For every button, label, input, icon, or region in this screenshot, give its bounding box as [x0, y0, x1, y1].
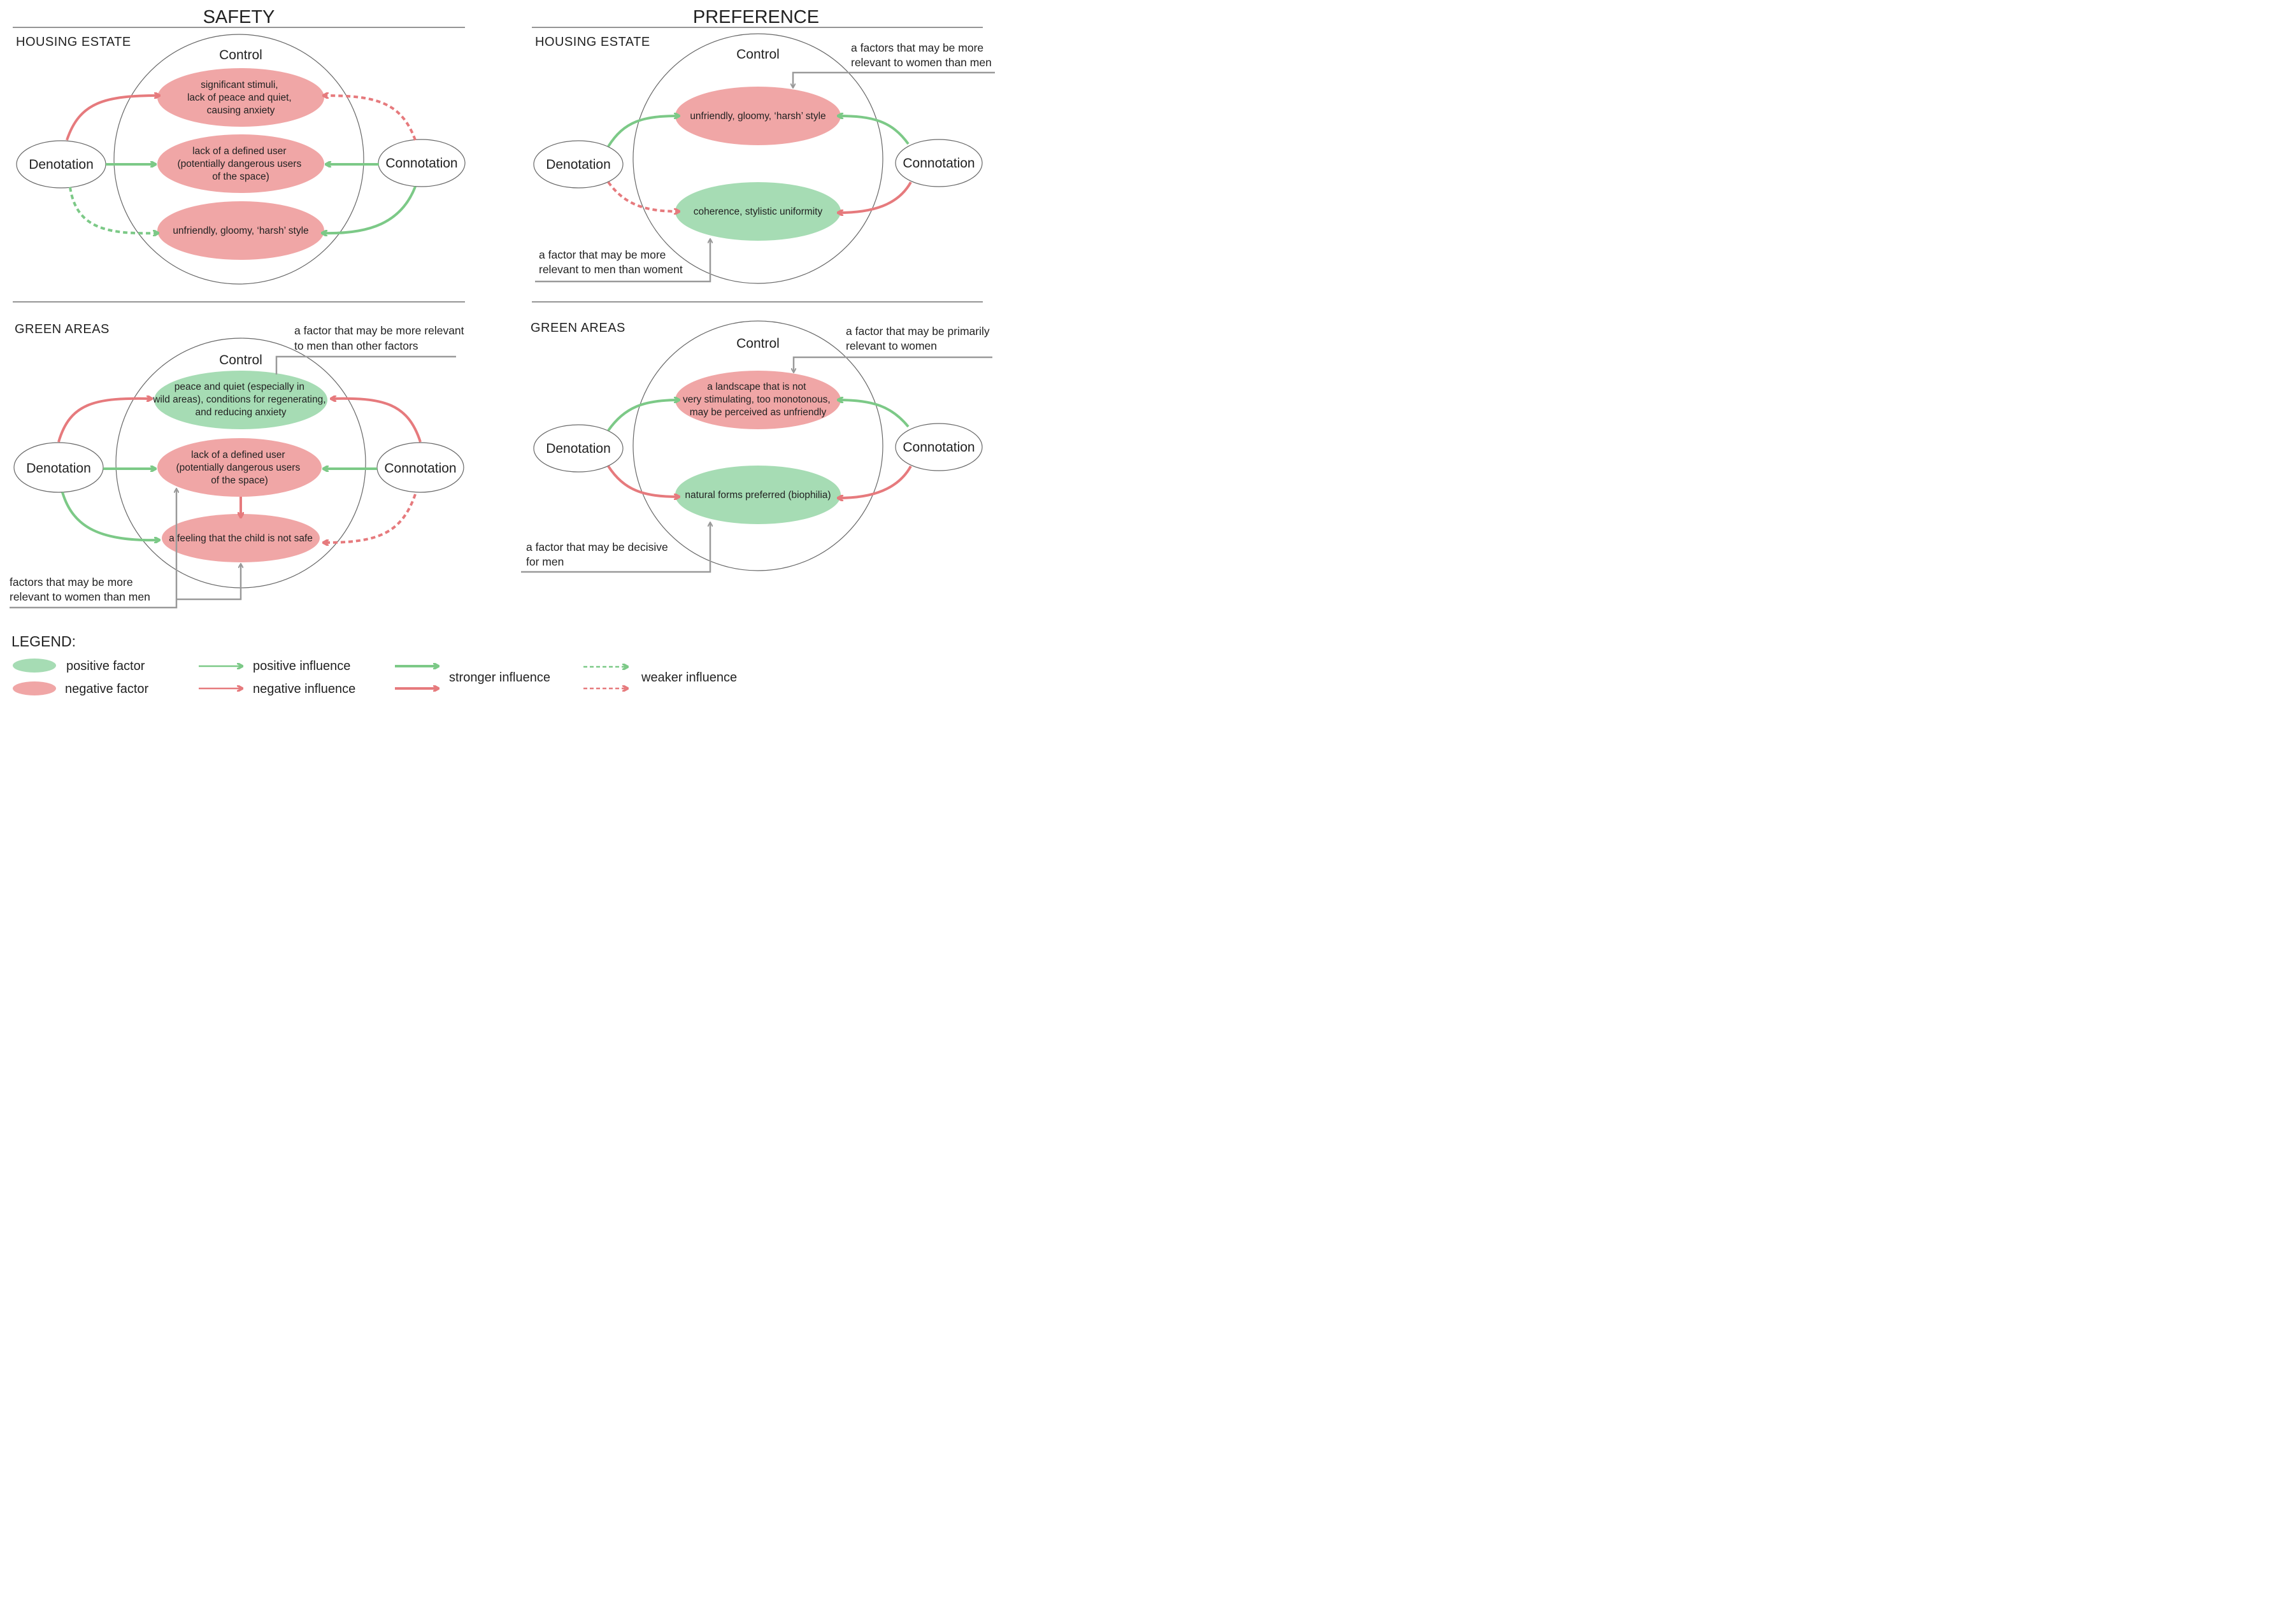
factor-ellipse [675, 371, 841, 429]
denotation-node [533, 140, 624, 189]
denotation-label: Denotation [29, 157, 94, 172]
factor-ellipse [675, 466, 841, 524]
denotation-label: Denotation [26, 461, 91, 476]
note-women-than-men: a factors that may be more relevant to w… [851, 41, 992, 69]
control-circle [632, 33, 883, 284]
legend-positive-factor: positive factor [66, 659, 145, 673]
factor-text: lack of a defined user (potentially dang… [176, 450, 303, 486]
note-decisive-for-men: a factor that may be decisive for men [526, 541, 671, 568]
negative-influence-arrow [66, 96, 159, 141]
note-men-than-women: a factor that may be more relevant to me… [539, 248, 683, 276]
section-label: GREEN AREAS [531, 321, 625, 335]
note-women-than-men: factors that may be more relevant to wom… [10, 576, 150, 603]
legend-negative-influence: negative influence [253, 682, 355, 696]
legend-positive-influence: positive influence [253, 659, 350, 673]
factor-text: natural forms preferred (biophilia) [685, 490, 831, 501]
preference-title: PREFERENCE [693, 7, 819, 27]
factor-ellipse [157, 134, 324, 193]
positive-influence-arrow [838, 116, 910, 145]
note-primarily-women: a factor that may be primarily relevant … [846, 325, 993, 352]
factor-text: unfriendly, gloomy, ‘harsh’ style [690, 111, 825, 122]
section-label: GREEN AREAS [15, 322, 110, 336]
connotation-label: Connotation [903, 156, 975, 171]
control-label: Control [219, 353, 262, 367]
note-leader-line [521, 523, 710, 573]
connotation-label: Connotation [385, 156, 457, 171]
negative-influence-arrow [57, 399, 152, 443]
positive-influence-arrow [61, 492, 159, 540]
note-leader-line [794, 356, 992, 372]
control-circle [632, 320, 883, 571]
legend-weaker-influence: weaker influence [641, 671, 737, 685]
weak-positive-influence-arrow [69, 187, 158, 233]
factor-text: unfriendly, gloomy, ‘harsh’ style [173, 225, 308, 236]
connotation-label: Connotation [903, 440, 975, 455]
negative-factor-swatch [13, 681, 56, 695]
note-leader-line [793, 71, 995, 87]
note-leader-line [10, 489, 176, 609]
factor-text: a landscape that is not very stimulating… [683, 381, 833, 418]
note-leader-line [275, 355, 456, 374]
factor-ellipse [157, 201, 324, 260]
positive-influence-arrow [607, 116, 679, 148]
positive-influence-arrow [607, 400, 679, 432]
legend-negative-factor: negative factor [65, 682, 149, 696]
connotation-label: Connotation [384, 461, 456, 476]
factor-ellipse [154, 371, 327, 429]
control-label: Control [736, 47, 780, 62]
factor-text: lack of a defined user (potentially dang… [177, 146, 304, 182]
weak-negative-influence-arrow [607, 181, 679, 211]
note-men-other-factors: a factor that may be more relevant to me… [294, 324, 467, 352]
denotation-label: Denotation [546, 157, 611, 172]
factor-ellipse [157, 68, 324, 127]
weak-negative-influence-arrow [324, 96, 417, 141]
influence-diagram: SAFETY PREFERENCE HOUSING ESTATE Control… [10, 7, 995, 696]
negative-influence-arrow [331, 399, 422, 443]
denotation-node [533, 424, 624, 473]
safety-housing-panel: HOUSING ESTATE Control significant stimu… [16, 34, 466, 285]
note-leader-line [535, 239, 710, 283]
control-label: Control [219, 48, 262, 62]
connotation-node [895, 139, 983, 187]
positive-factor-swatch [13, 659, 56, 673]
positive-influence-arrow [838, 400, 910, 428]
legend: LEGEND: positive factor negative factor … [11, 633, 737, 696]
control-circle [113, 34, 364, 285]
control-label: Control [736, 336, 780, 351]
positive-influence-arrow [322, 186, 417, 233]
section-label: HOUSING ESTATE [16, 35, 131, 49]
safety-title: SAFETY [203, 7, 275, 27]
safety-green-panel: GREEN AREAS Control peace and quiet (esp… [10, 322, 467, 609]
factor-text: coherence, stylistic uniformity [694, 206, 823, 217]
factor-text: peace and quiet (especially in wild area… [152, 381, 329, 418]
factor-ellipse [157, 438, 322, 497]
legend-title: LEGEND: [11, 633, 76, 650]
note-leader-line [176, 564, 241, 601]
preference-green-panel: GREEN AREAS Control a landscape that is … [521, 320, 993, 573]
factor-ellipse [675, 182, 841, 241]
connotation-node [895, 423, 983, 471]
negative-influence-arrow [838, 466, 912, 498]
denotation-label: Denotation [546, 441, 611, 456]
factor-ellipse [162, 514, 320, 562]
negative-influence-arrow [838, 182, 912, 213]
legend-stronger-influence: stronger influence [449, 671, 550, 685]
factor-text: significant stimuli, lack of peace and q… [187, 80, 294, 116]
section-label: HOUSING ESTATE [535, 35, 650, 49]
weak-negative-influence-arrow [324, 494, 417, 543]
factor-text: a feeling that the child is not safe [169, 533, 313, 544]
factor-ellipse [675, 87, 841, 145]
preference-housing-panel: HOUSING ESTATE Control unfriendly, gloom… [533, 33, 995, 284]
negative-influence-arrow [607, 465, 679, 497]
